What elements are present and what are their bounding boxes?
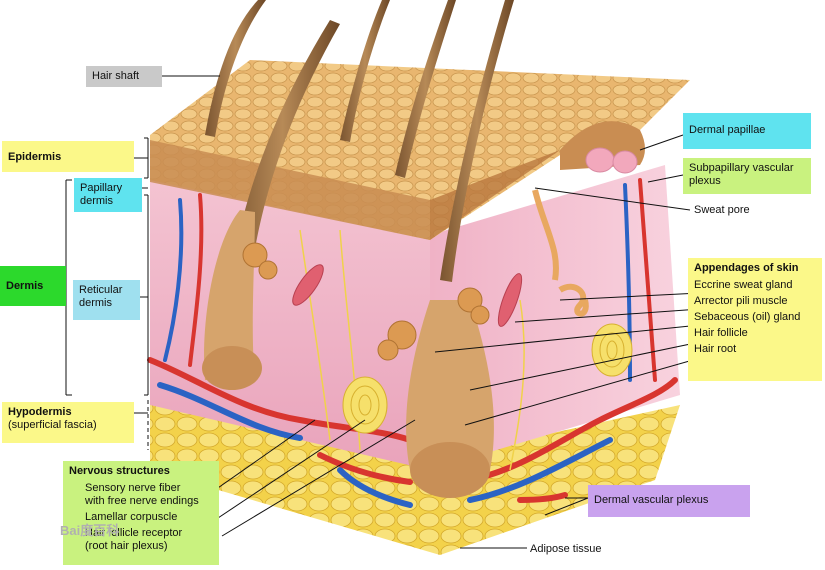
arrector-pili-muscles [292,264,523,327]
leader-lines [65,75,701,549]
dermal-papillae [585,147,638,174]
dermis-label: Dermis [0,266,66,306]
adipose-tissue-label: Adipose tissue [530,543,602,555]
dermal-papillae-label: Dermal papillae [683,113,811,149]
sweat-pore-label: Sweat pore [694,204,750,216]
dermal-vascular-plexus-label: Dermal vascular plexus [588,485,750,517]
hair-root-label: Hair root [694,343,737,355]
sensory-nerve-label: Sensory nerve fiber with free nerve endi… [85,482,199,507]
arrector-label: Arrector pili muscle [694,295,788,307]
sebaceous-label: Sebaceous (oil) gland [694,311,801,323]
blood-vessels [147,178,678,508]
superficial-fascia-text: (superficial fascia) [8,419,97,431]
sebaceous-glands [242,242,490,361]
hypodermis-title: Hypodermis [8,406,72,418]
nervous-structures-box: Nervous structures Sensory nerve fiber w… [63,461,219,565]
hair-follicle-label: Hair follicle [694,327,748,339]
nervous-title: Nervous structures [69,465,170,477]
hair-shaft-label: Hair shaft [86,66,162,87]
appendages-box: Appendages of skin Eccrine sweat gland A… [688,258,822,381]
epidermis-label: Epidermis [2,141,134,172]
reticular-dermis-label: Reticular dermis [73,280,140,320]
follicle-receptor-label: Hair follicle receptor (root hair plexus… [85,527,183,552]
papillary-dermis-label: Papillary dermis [74,178,142,212]
watermark: Bai度百科 [60,523,120,538]
hypodermis-label: Hypodermis (superficial fascia) [2,402,134,443]
subpapillary-plexus-label: Subpapillary vascular plexus [683,158,811,194]
eccrine-sweat-gland [532,189,589,317]
lamellar-corpuscles [342,323,633,434]
hair-follicles [202,210,494,498]
lamellar-corpuscle-label: Lamellar corpuscle [85,511,178,523]
eccrine-label: Eccrine sweat gland [694,279,793,291]
appendages-title: Appendages of skin [694,262,799,274]
